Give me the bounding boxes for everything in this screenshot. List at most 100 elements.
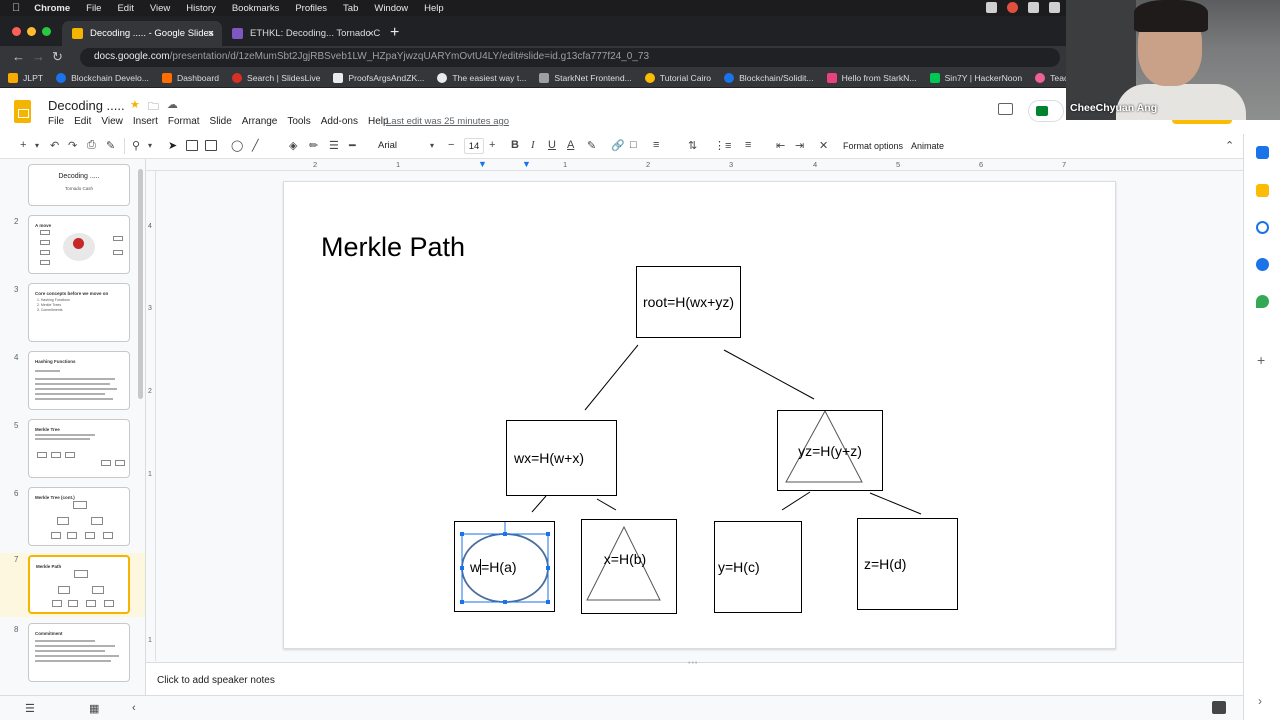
zoom-window-icon[interactable]	[42, 27, 51, 36]
bookmark-slideslive[interactable]: Search | SlidesLive	[231, 72, 320, 83]
redo-icon[interactable]: ↷	[68, 140, 78, 152]
add-addon-icon[interactable]: +	[1257, 352, 1266, 368]
bookmark-sin7y-hackernoon[interactable]: Sin7Y | HackerNoon	[929, 72, 1022, 83]
back-icon[interactable]: ←	[12, 49, 25, 64]
document-title[interactable]: Decoding .....	[48, 98, 125, 113]
menu-format[interactable]: Format	[167, 116, 200, 127]
slide-thumbnail[interactable]: 8 Commitment	[0, 623, 145, 687]
chevron-down-icon[interactable]: ▾	[35, 141, 40, 150]
notes-resize-handle[interactable]: •••	[688, 660, 699, 667]
mac-menu-tab[interactable]: Tab	[334, 2, 358, 14]
node-root[interactable]: root=H(wx+yz)	[636, 266, 741, 338]
tab-ethkl[interactable]: ETHKL: Decoding... Tornado C ×	[222, 21, 382, 46]
horizontal-ruler[interactable]: 2 1 1 2 3 4 5 6 7 ▼ ▼	[145, 159, 1243, 171]
address-bar[interactable]: docs.google.com/presentation/d/1zeMumSbt…	[80, 48, 1060, 67]
menu-edit[interactable]: Edit	[74, 116, 92, 127]
extension-icon[interactable]	[986, 2, 997, 13]
speaker-notes[interactable]: ••• Click to add speaker notes	[146, 660, 1243, 695]
bookmark-blockchain-develo[interactable]: Blockchain Develo...	[56, 72, 149, 83]
bookmark-starknet-frontend[interactable]: StarkNet Frontend...	[539, 72, 632, 83]
clear-formatting-icon[interactable]: ✕	[819, 140, 829, 152]
node-z[interactable]: z=H(d)	[857, 518, 958, 610]
mac-menu-profiles[interactable]: Profiles	[287, 2, 327, 14]
move-folder-icon[interactable]: 🗀	[147, 101, 159, 113]
tasks-icon[interactable]	[1256, 221, 1269, 234]
menu-addons[interactable]: Add-ons	[320, 116, 358, 127]
numbered-list-icon[interactable]: ≡	[745, 139, 752, 151]
align-icon[interactable]: ≡	[653, 139, 660, 151]
slide-title[interactable]: Merkle Path	[321, 232, 466, 262]
cloud-status-icon[interactable]: ☁	[166, 99, 178, 111]
collapse-filmstrip-icon[interactable]: ‹	[132, 702, 136, 714]
print-icon[interactable]: ⎙	[87, 139, 96, 151]
menu-help[interactable]: Help	[367, 116, 389, 127]
border-dash-icon[interactable]: ━	[349, 140, 356, 152]
recording-icon[interactable]	[1007, 2, 1018, 13]
indent-marker-icon[interactable]: ▼	[522, 159, 531, 169]
meet-button[interactable]	[1028, 100, 1064, 122]
indent-marker-icon[interactable]: ▼	[478, 159, 487, 169]
mac-menu-view[interactable]: View	[141, 2, 170, 14]
slide-thumbnail[interactable]: 5 Merkle Tree	[0, 419, 145, 483]
insert-comment-icon[interactable]: □	[630, 139, 637, 151]
bold-icon[interactable]: B	[511, 139, 519, 151]
slide-thumbnail-current[interactable]: 7 Merkle Path	[0, 553, 145, 617]
mac-menu-history[interactable]: History	[178, 2, 216, 14]
line-spacing-icon[interactable]: ⇅	[688, 140, 698, 152]
text-color-icon[interactable]: A	[567, 139, 575, 151]
increase-font-icon[interactable]: +	[489, 139, 496, 151]
menu-view[interactable]: View	[101, 116, 123, 127]
bulleted-list-icon[interactable]: ⋮≡	[714, 140, 732, 152]
collapse-toolbar-icon[interactable]: ⌃	[1225, 140, 1235, 152]
media-icon[interactable]	[1028, 2, 1039, 13]
line-icon[interactable]: ╱	[252, 140, 259, 152]
node-y[interactable]: y=H(c)	[714, 521, 802, 613]
node-x[interactable]: x=H(b)	[581, 519, 677, 614]
minimize-window-icon[interactable]	[27, 27, 36, 36]
maps-icon[interactable]	[1256, 295, 1269, 308]
vertical-ruler[interactable]: 4 3 2 1 1	[145, 171, 156, 661]
underline-icon[interactable]: U	[548, 139, 556, 151]
comment-history-icon[interactable]	[998, 103, 1013, 115]
keep-icon[interactable]	[1256, 184, 1269, 197]
mac-menu-help[interactable]: Help	[415, 2, 444, 14]
slides-logo-icon[interactable]	[14, 100, 31, 123]
image-icon[interactable]	[205, 140, 217, 151]
format-options-button[interactable]: Format options	[843, 141, 904, 151]
zoom-icon[interactable]: ⚲	[132, 140, 141, 152]
increase-indent-icon[interactable]: ⇥	[795, 140, 805, 152]
new-slide-icon[interactable]: +	[20, 139, 27, 151]
slide-thumbnail[interactable]: 6 Merkle Tree (cont.)	[0, 487, 145, 551]
mac-menu-bookmarks[interactable]: Bookmarks	[223, 2, 280, 14]
menu-tools[interactable]: Tools	[287, 116, 311, 127]
close-window-icon[interactable]	[12, 27, 21, 36]
font-family-select[interactable]: Arial	[378, 140, 398, 151]
selected-ellipse-shape[interactable]	[455, 522, 556, 613]
link-icon[interactable]: 🔗	[611, 140, 625, 152]
contacts-icon[interactable]	[1256, 258, 1269, 271]
calendar-icon[interactable]	[1256, 146, 1269, 159]
last-edit-link[interactable]: Last edit was 25 minutes ago	[386, 116, 510, 127]
slide-thumbnail[interactable]: 4 Hashing Functions	[0, 351, 145, 415]
close-tab-icon[interactable]: ×	[367, 27, 374, 40]
reload-icon[interactable]: ↻	[52, 49, 63, 64]
slide-thumbnail[interactable]: 2 A move	[0, 215, 145, 279]
menu-file[interactable]: File	[48, 116, 65, 127]
keyboard-icon[interactable]	[1049, 2, 1060, 13]
close-tab-icon[interactable]: ×	[207, 27, 214, 40]
bookmark-jlpt[interactable]: JLPT	[8, 72, 43, 83]
node-yz[interactable]: yz=H(y+z)	[777, 410, 883, 491]
expand-panel-icon[interactable]: ›	[1258, 694, 1262, 708]
undo-icon[interactable]: ↶	[50, 140, 60, 152]
slide-canvas[interactable]: Merkle Path root=H(wx+yz) wx=H(w+x) yz=H…	[283, 181, 1116, 649]
filmstrip-view-icon[interactable]: ☰	[25, 703, 35, 715]
explore-icon[interactable]	[1212, 701, 1226, 714]
slide-thumbnail[interactable]: Decoding ..... Tornado Cash	[0, 159, 145, 222]
bookmark-easiest-way[interactable]: The easiest way t...	[437, 72, 526, 83]
bookmark-proofsargs[interactable]: ProofsArgsAndZK...	[333, 72, 424, 83]
mac-menu-window[interactable]: Window	[366, 2, 408, 14]
chevron-down-icon[interactable]: ▾	[148, 141, 153, 150]
text-box-icon[interactable]	[186, 140, 198, 151]
menu-insert[interactable]: Insert	[132, 116, 158, 127]
paint-format-icon[interactable]: ✎	[106, 140, 116, 152]
